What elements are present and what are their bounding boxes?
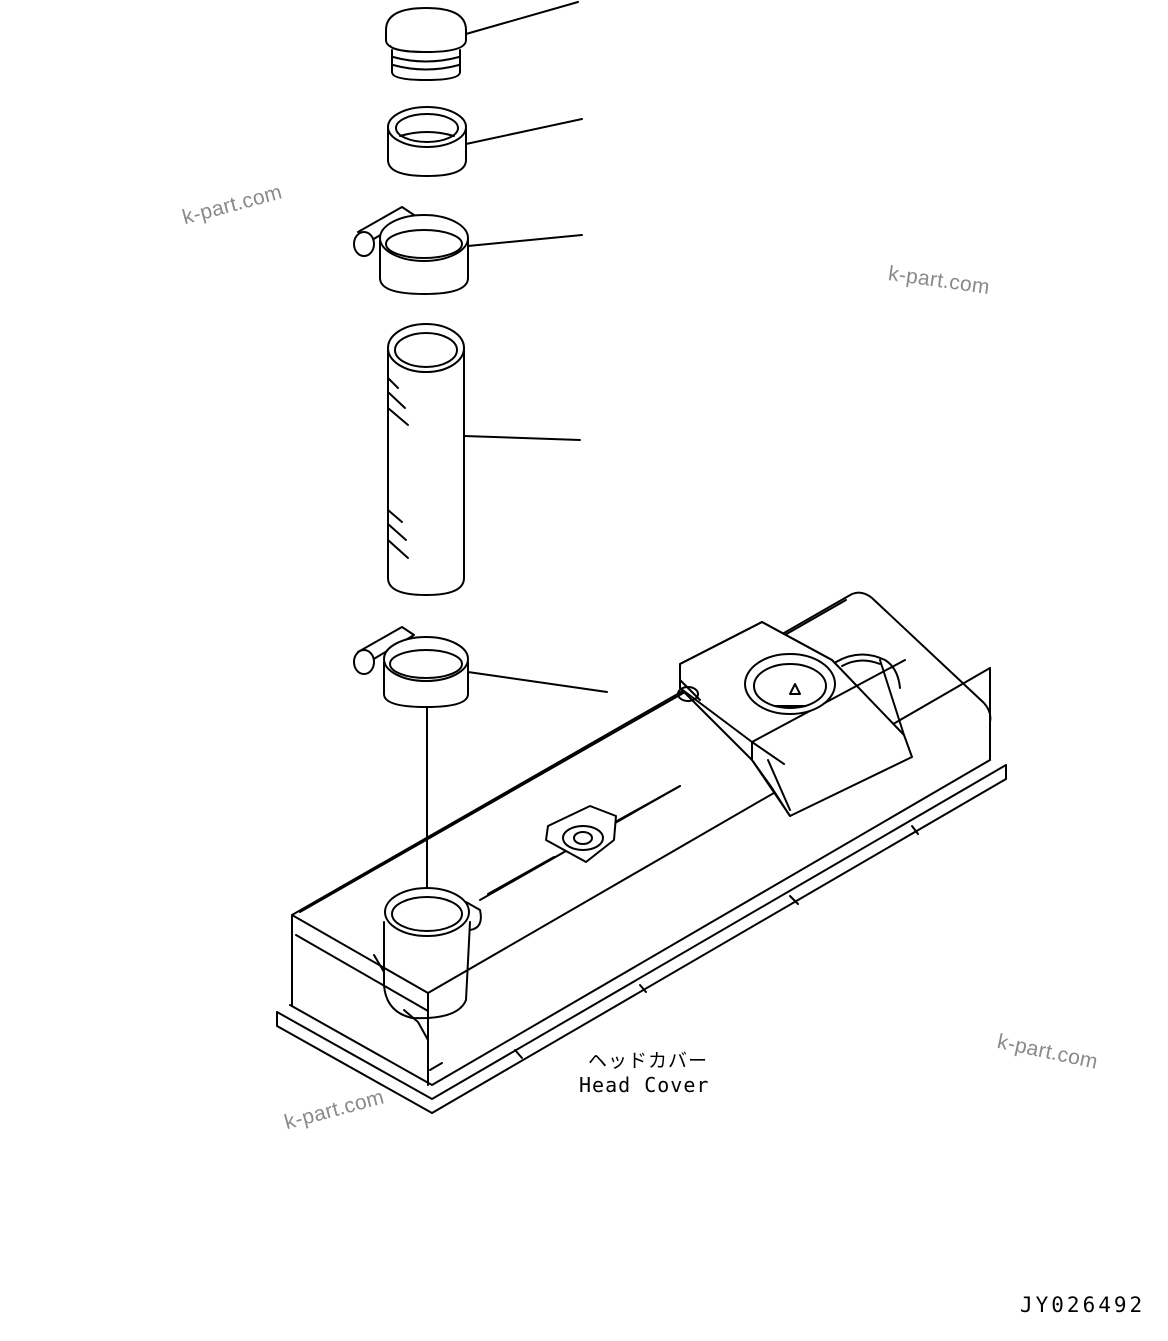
head-cover-label-en: Head Cover	[579, 1073, 710, 1097]
head-cover-icon	[277, 593, 1006, 1113]
hose-clamp-icon	[354, 627, 468, 707]
cap-plug-icon	[386, 8, 466, 80]
leader-line-upper-clamp	[468, 235, 582, 246]
head-cover-label-jp: ヘッドカバー	[588, 1050, 709, 1072]
leader-line-cap	[466, 2, 578, 34]
leader-line-ring	[466, 119, 582, 144]
hose-icon	[388, 324, 464, 595]
hose-clamp-icon	[354, 207, 468, 294]
leader-line-hose	[464, 436, 580, 440]
leader-line-lower-clamp	[468, 672, 607, 692]
ring-icon	[388, 107, 466, 176]
figure-number: JY026492	[1020, 1293, 1146, 1317]
